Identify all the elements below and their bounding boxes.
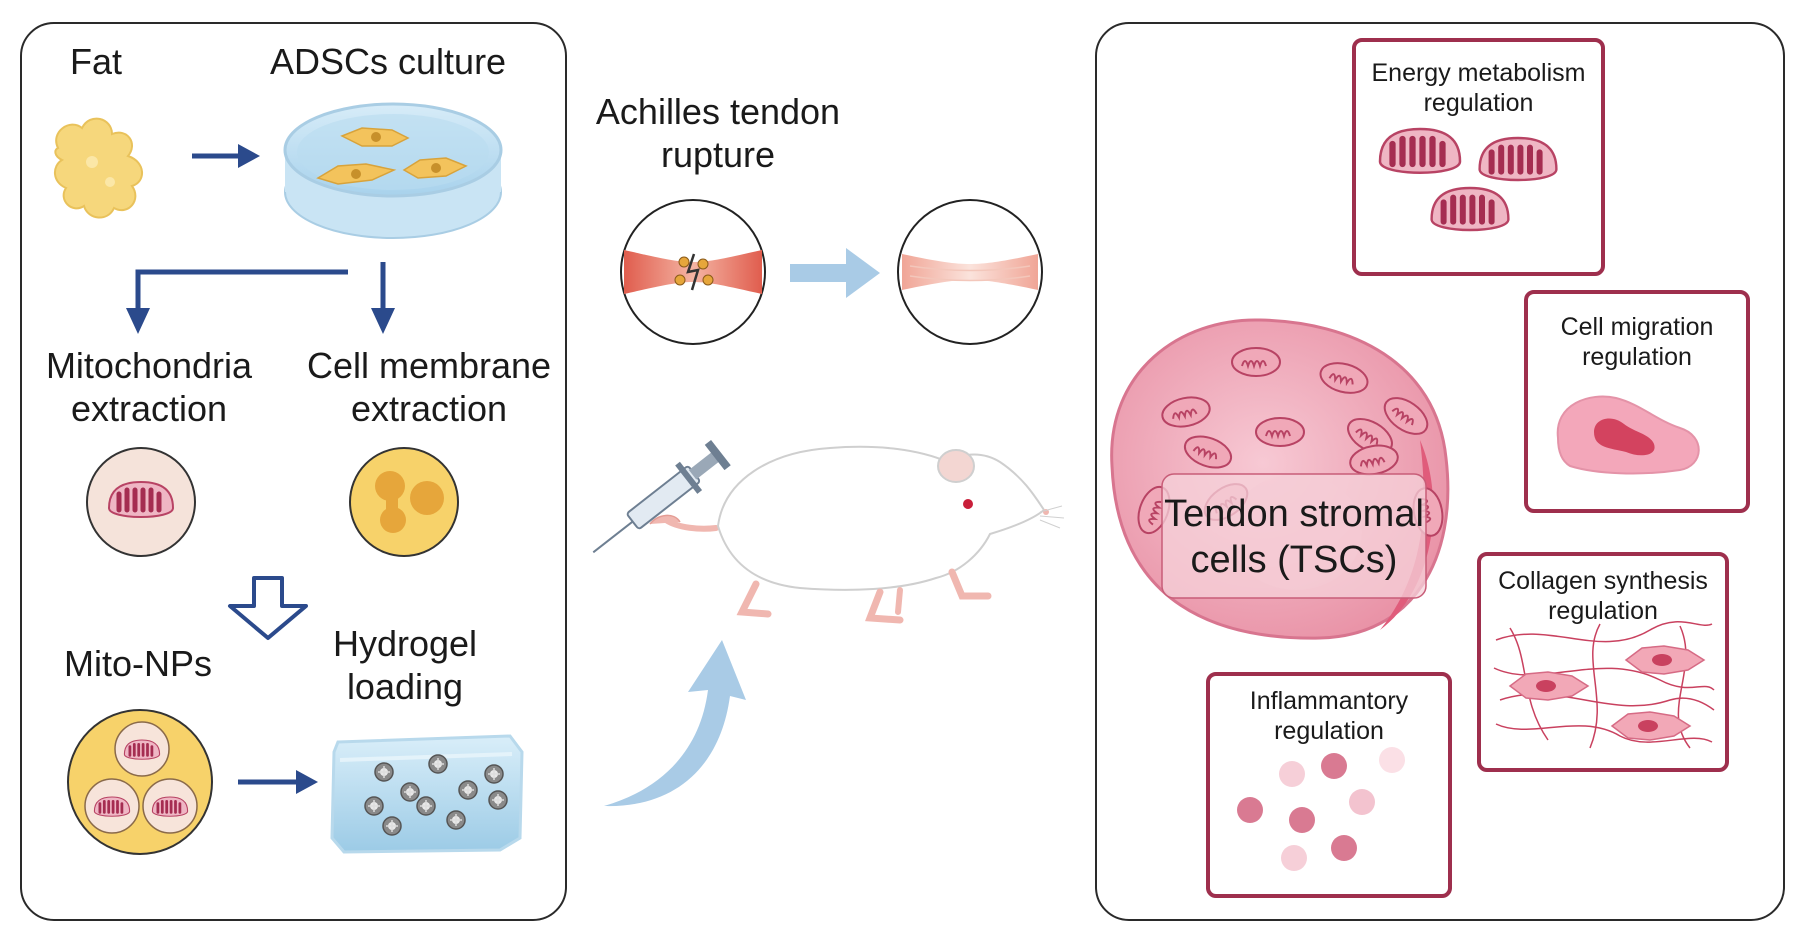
migrating-cell-icon: [1556, 395, 1700, 475]
inflammatory-cells-icon: [1237, 747, 1405, 871]
arrow-nps-to-hydrogel: [238, 770, 318, 794]
hollow-down-arrow: [228, 576, 308, 640]
mitochondria-extraction-label: Mitochondria extraction: [45, 345, 253, 430]
adscs-culture-label: ADSCs culture: [270, 41, 507, 82]
energy-metabolism-label: Energy metabolism regulation: [1371, 59, 1586, 117]
inflammatory-box: [1206, 672, 1452, 898]
ruptured-tendon-icon: [620, 199, 766, 345]
hydrogel-loading-label: Hydrogel loading: [332, 623, 478, 708]
collagen-synthesis-label: Collagen synthesis regulation: [1498, 567, 1708, 625]
energy-mito-1: [1380, 129, 1460, 173]
achilles-rupture-label: Achilles tendon rupture: [595, 91, 841, 176]
tsc-label: Tendon stromal cells (TSCs): [1164, 493, 1424, 581]
fat-icon: [54, 117, 143, 219]
fat-label: Fat: [70, 41, 123, 82]
curved-arrow: [604, 640, 746, 807]
arrow-fat-to-culture: [192, 144, 260, 168]
arrow-to-membrane: [371, 262, 395, 334]
membrane-extraction-label: Cell membrane extraction: [306, 345, 552, 430]
mito-nps-label: Mito-NPs: [64, 643, 213, 684]
cell-membrane-icon: [349, 447, 459, 557]
syringe-icon: [592, 439, 731, 554]
energy-mito-2: [1480, 138, 1557, 180]
tsc-cell-icon: [1110, 318, 1450, 640]
collagen-fibers-icon: [1493, 621, 1715, 749]
rat-icon: [663, 445, 1065, 624]
arrow-to-mitochondria: [126, 269, 348, 334]
petri-dish-icon: [283, 102, 503, 239]
inflammatory-label: Inflammantory regulation: [1249, 687, 1409, 745]
mitochondria-icon: [86, 447, 196, 557]
mito-nps-icon: [67, 709, 213, 855]
cell-migration-label: Cell migration regulation: [1560, 313, 1714, 371]
cell-migration-box: [1524, 290, 1750, 513]
healed-tendon-icon: [897, 199, 1043, 345]
hydrogel-icon: [330, 734, 524, 854]
energy-mito-3: [1432, 188, 1509, 230]
arrow-healing: [790, 248, 880, 298]
